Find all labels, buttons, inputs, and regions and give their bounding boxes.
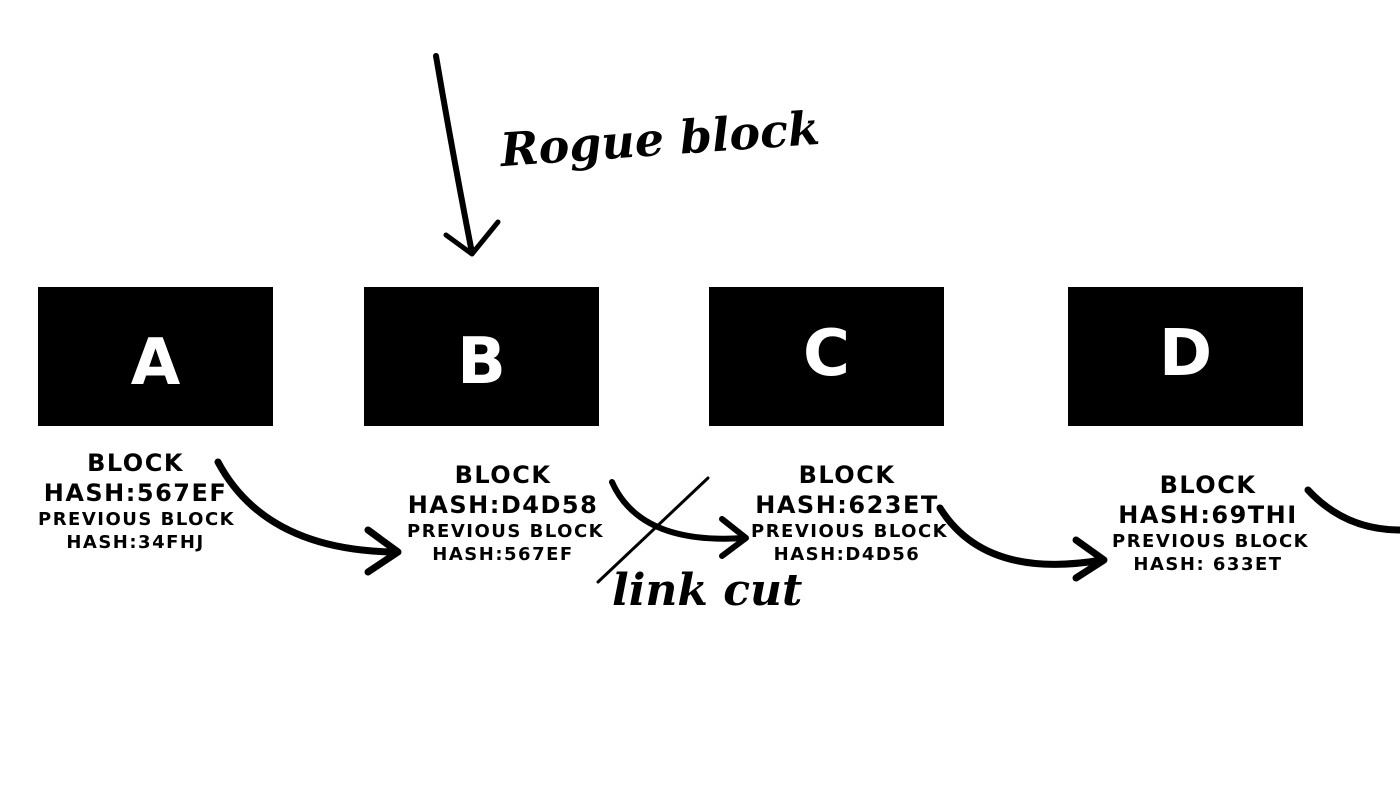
block-c-letter: C: [803, 316, 850, 391]
block-a-prev-value: HASH:34FHJ: [66, 532, 205, 553]
block-c-prev-title: PREVIOUS BLOCK: [751, 521, 949, 542]
block-d-prev-title: PREVIOUS BLOCK: [1112, 531, 1310, 552]
block-c-hash-title: BLOCK: [798, 461, 896, 489]
block-b-prev-title: PREVIOUS BLOCK: [407, 521, 605, 542]
block-a-box: A: [38, 287, 273, 426]
link-cut-slash: [596, 476, 710, 584]
block-c-hash-value: HASH:623ET: [755, 491, 939, 519]
arrow-c-to-d-head: [1072, 536, 1108, 582]
block-a-hash-value: HASH:567EF: [43, 479, 228, 507]
block-c-box: C: [709, 287, 944, 426]
block-d-letter: D: [1158, 316, 1213, 391]
arrow-d-to-next-shaft: [1304, 486, 1400, 534]
arrow-b-to-c-shaft: [609, 479, 747, 542]
arrow-c-to-d-shaft: [936, 504, 1106, 568]
arrow-b-to-c-head: [719, 516, 749, 559]
block-c-prev-value: HASH:D4D56: [773, 544, 921, 565]
block-a-hash-title: BLOCK: [87, 449, 184, 477]
block-d-prev-value: HASH: 633ET: [1133, 554, 1283, 575]
rogue-arrow-head: [443, 219, 501, 257]
block-b-box: B: [364, 287, 599, 426]
block-d-box: D: [1068, 287, 1303, 426]
link-cut-label: link cut: [612, 565, 803, 616]
block-d-hash-value: HASH:69THI: [1118, 501, 1298, 529]
arrow-a-to-b-shaft: [214, 458, 398, 556]
arrow-a-to-b-head: [364, 526, 402, 576]
block-b-prev-value: HASH:567EF: [432, 544, 574, 565]
block-a-letter: A: [130, 325, 181, 400]
block-d-caption: BLOCK HASH:69THI PREVIOUS BLOCK HASH: 63…: [1112, 470, 1310, 576]
block-c-caption: BLOCK HASH:623ET PREVIOUS BLOCK HASH:D4D…: [751, 460, 949, 566]
block-d-hash-title: BLOCK: [1159, 471, 1257, 499]
block-b-caption: BLOCK HASH:D4D58 PREVIOUS BLOCK HASH:567…: [407, 460, 605, 566]
block-b-letter: B: [457, 324, 506, 399]
block-a-caption: BLOCK HASH:567EF PREVIOUS BLOCK HASH:34F…: [38, 448, 236, 554]
block-b-hash-value: HASH:D4D58: [407, 491, 599, 519]
rogue-arrow-shaft: [433, 53, 475, 256]
block-a-prev-title: PREVIOUS BLOCK: [38, 509, 236, 530]
block-b-hash-title: BLOCK: [454, 461, 552, 489]
